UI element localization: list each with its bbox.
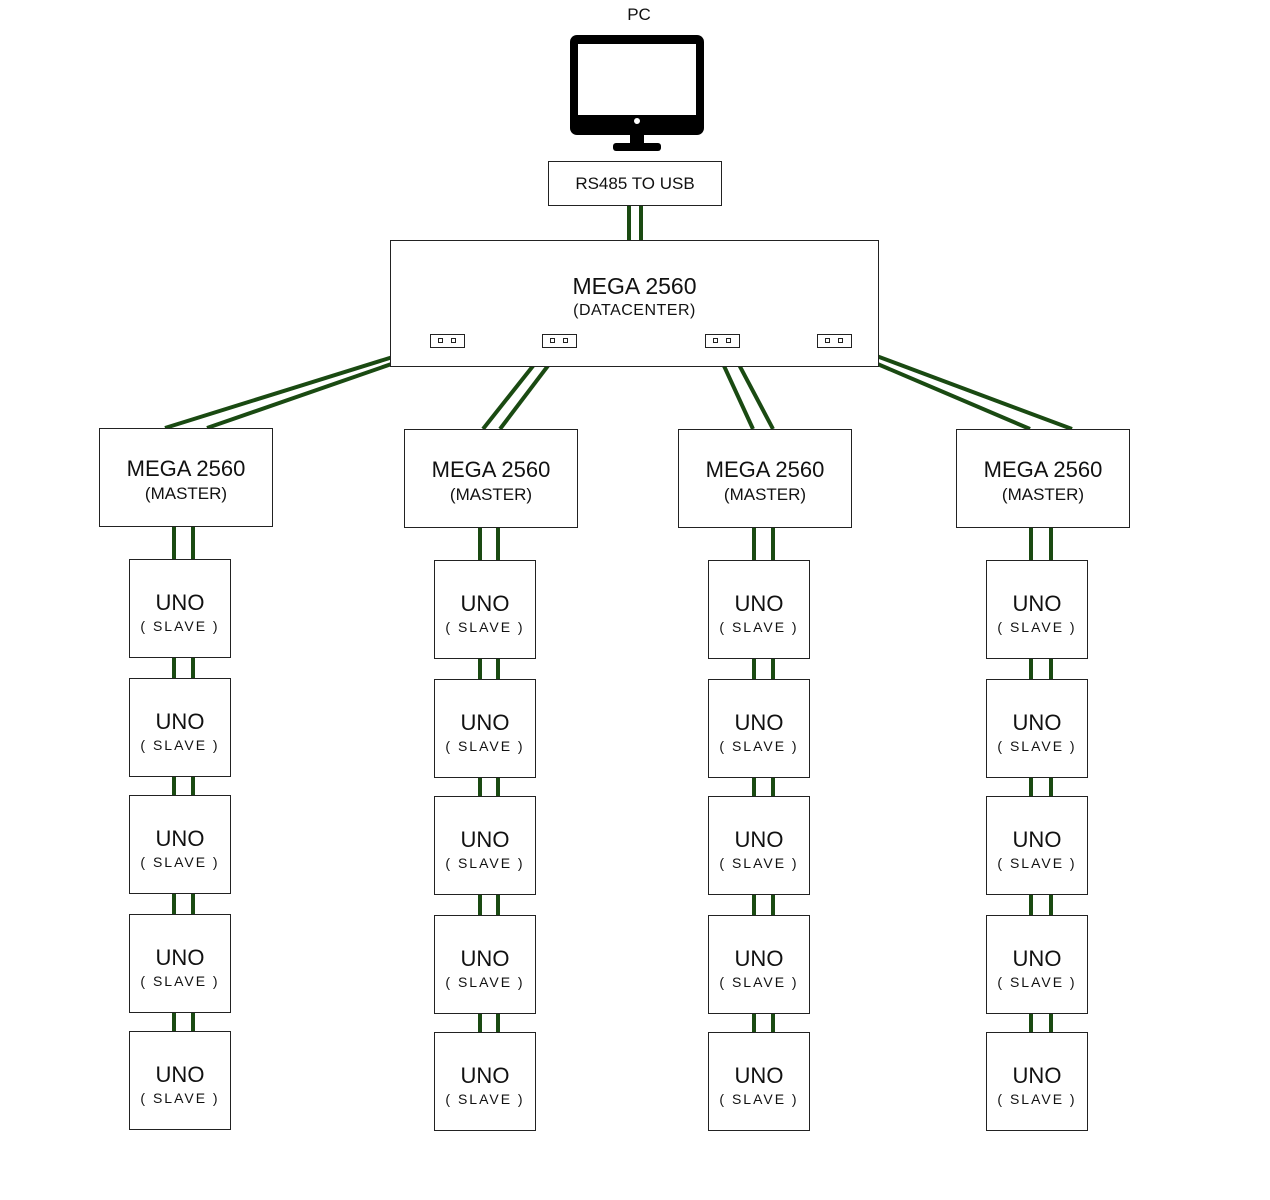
slave-node: UNO ( SLAVE )	[434, 679, 536, 778]
master-role: (MASTER)	[723, 485, 807, 504]
master-role: (MASTER)	[144, 484, 228, 503]
slave-role: ( SLAVE )	[719, 974, 799, 990]
slave-node: UNO ( SLAVE )	[708, 915, 810, 1014]
slave-role: ( SLAVE )	[140, 973, 220, 989]
master-node-1: MEGA 2560 (MASTER)	[99, 428, 273, 527]
slave-name: UNO	[460, 946, 510, 971]
master-node-2: MEGA 2560 (MASTER)	[404, 429, 578, 528]
slave-node: UNO ( SLAVE )	[434, 560, 536, 659]
slave-role: ( SLAVE )	[140, 1090, 220, 1106]
rs485-to-usb-converter: RS485 TO USB	[548, 161, 722, 206]
master-role: (MASTER)	[1001, 485, 1085, 504]
slave-name: UNO	[155, 590, 205, 615]
slave-role: ( SLAVE )	[719, 1091, 799, 1107]
datacenter-port-2	[542, 334, 577, 348]
slave-node: UNO ( SLAVE )	[986, 679, 1088, 778]
master-name: MEGA 2560	[431, 457, 551, 482]
slave-role: ( SLAVE )	[997, 619, 1077, 635]
slave-name: UNO	[460, 1063, 510, 1088]
slave-name: UNO	[734, 1063, 784, 1088]
slave-name: UNO	[155, 945, 205, 970]
datacenter-port-1	[430, 334, 465, 348]
slave-role: ( SLAVE )	[445, 974, 525, 990]
slave-node: UNO ( SLAVE )	[434, 796, 536, 895]
slave-name: UNO	[1012, 1063, 1062, 1088]
slave-node: UNO ( SLAVE )	[986, 796, 1088, 895]
slave-node: UNO ( SLAVE )	[986, 1032, 1088, 1131]
slave-role: ( SLAVE )	[997, 855, 1077, 871]
slave-node: UNO ( SLAVE )	[708, 679, 810, 778]
slave-node: UNO ( SLAVE )	[129, 1031, 231, 1130]
slave-role: ( SLAVE )	[997, 974, 1077, 990]
monitor-icon	[570, 35, 704, 151]
slave-name: UNO	[734, 710, 784, 735]
slave-role: ( SLAVE )	[445, 738, 525, 754]
slave-node: UNO ( SLAVE )	[708, 560, 810, 659]
slave-name: UNO	[734, 827, 784, 852]
pc-label: PC	[627, 5, 651, 24]
slave-name: UNO	[460, 827, 510, 852]
slave-name: UNO	[734, 591, 784, 616]
slave-node: UNO ( SLAVE )	[986, 560, 1088, 659]
slave-role: ( SLAVE )	[140, 737, 220, 753]
slave-node: UNO ( SLAVE )	[129, 795, 231, 894]
master-node-4: MEGA 2560 (MASTER)	[956, 429, 1130, 528]
slave-node: UNO ( SLAVE )	[129, 914, 231, 1013]
slave-role: ( SLAVE )	[997, 738, 1077, 754]
master-role: (MASTER)	[449, 485, 533, 504]
converter-label: RS485 TO USB	[575, 174, 695, 193]
slave-name: UNO	[1012, 710, 1062, 735]
slave-role: ( SLAVE )	[719, 855, 799, 871]
slave-name: UNO	[155, 709, 205, 734]
slave-node: UNO ( SLAVE )	[434, 915, 536, 1014]
slave-role: ( SLAVE )	[445, 1091, 525, 1107]
slave-name: UNO	[460, 710, 510, 735]
slave-role: ( SLAVE )	[445, 619, 525, 635]
slave-name: UNO	[155, 826, 205, 851]
slave-role: ( SLAVE )	[140, 618, 220, 634]
master-name: MEGA 2560	[126, 456, 246, 481]
slave-name: UNO	[1012, 946, 1062, 971]
slave-name: UNO	[1012, 827, 1062, 852]
slave-role: ( SLAVE )	[140, 854, 220, 870]
master-name: MEGA 2560	[983, 457, 1103, 482]
slave-node: UNO ( SLAVE )	[129, 678, 231, 777]
slave-role: ( SLAVE )	[719, 738, 799, 754]
datacenter-node: MEGA 2560 (DATACENTER)	[390, 240, 879, 367]
slave-role: ( SLAVE )	[997, 1091, 1077, 1107]
datacenter-role: (DATACENTER)	[573, 302, 696, 319]
datacenter-name: MEGA 2560	[572, 273, 697, 299]
slave-role: ( SLAVE )	[719, 619, 799, 635]
slave-node: UNO ( SLAVE )	[708, 1032, 810, 1131]
slave-name: UNO	[155, 1062, 205, 1087]
slave-name: UNO	[1012, 591, 1062, 616]
master-name: MEGA 2560	[705, 457, 825, 482]
slave-node: UNO ( SLAVE )	[434, 1032, 536, 1131]
slave-node: UNO ( SLAVE )	[129, 559, 231, 658]
slave-node: UNO ( SLAVE )	[708, 796, 810, 895]
master-node-3: MEGA 2560 (MASTER)	[678, 429, 852, 528]
slave-role: ( SLAVE )	[445, 855, 525, 871]
datacenter-port-4	[817, 334, 852, 348]
datacenter-port-3	[705, 334, 740, 348]
slave-node: UNO ( SLAVE )	[986, 915, 1088, 1014]
slave-name: UNO	[734, 946, 784, 971]
slave-name: UNO	[460, 591, 510, 616]
